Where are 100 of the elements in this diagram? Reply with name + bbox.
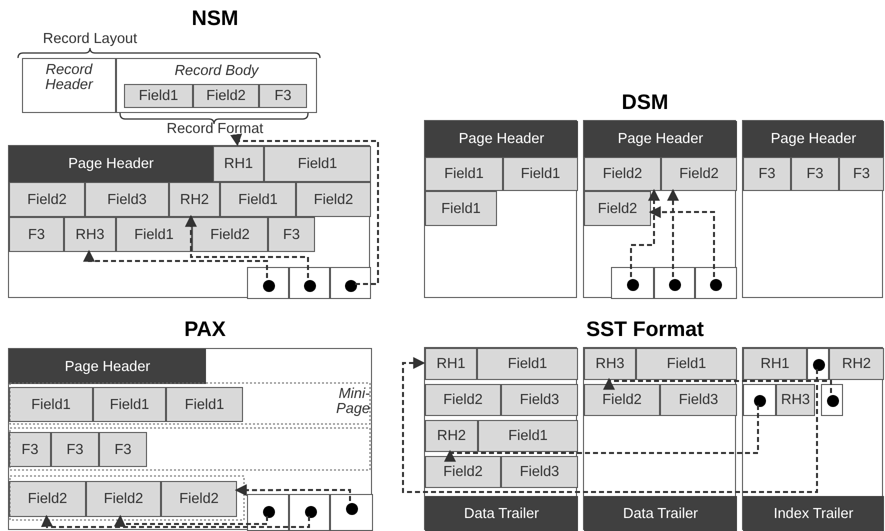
page-frame	[583, 120, 736, 298]
field-cell	[220, 182, 296, 217]
header-label: Page Header	[68, 156, 154, 172]
field-label: RH3	[595, 356, 624, 372]
page-frame	[742, 347, 883, 530]
field-label: Field1	[666, 356, 706, 372]
pointer-arrow	[41, 514, 310, 528]
record-header-text: Record Header	[44, 63, 94, 92]
header-bar	[425, 496, 578, 531]
field-label: RH2	[180, 192, 209, 208]
header-label: Page Header	[64, 358, 150, 374]
header-label: Page Header	[770, 131, 856, 147]
header-label: Data Trailer	[623, 506, 698, 522]
header-label: Index Trailer	[774, 506, 854, 522]
slot-cell	[289, 267, 330, 299]
field-label: F3	[853, 166, 870, 182]
field-cell	[296, 182, 371, 217]
field-label: Field2	[210, 226, 250, 242]
field-label: Field1	[138, 88, 178, 104]
field-cell	[743, 348, 807, 380]
section-title: SST Format	[585, 317, 705, 342]
field-label: Field2	[443, 392, 483, 408]
field-label: Field1	[508, 356, 548, 372]
slot-cell	[289, 494, 330, 531]
field-cell	[584, 348, 636, 380]
slot-cell	[611, 267, 654, 299]
header-bar	[9, 146, 213, 182]
pointer-dot	[263, 280, 275, 292]
field-label: F3	[22, 442, 38, 458]
field-cell	[584, 384, 660, 416]
field-label: Field2	[28, 491, 68, 507]
slot-cell	[807, 348, 829, 380]
pointer-dot	[345, 280, 357, 292]
field-label: Field3	[520, 392, 560, 408]
field-label: RH1	[436, 356, 466, 372]
field-cell	[213, 146, 264, 182]
field-cell	[161, 481, 237, 517]
field-cell	[264, 146, 371, 182]
field-cell	[116, 217, 192, 252]
pointer-dot	[346, 503, 358, 515]
slot-cell	[330, 267, 371, 299]
pointer-arrow	[230, 134, 379, 285]
pointer-arrow	[603, 378, 832, 393]
field-label: Field2	[443, 464, 483, 480]
field-label: Field2	[679, 166, 719, 182]
field-cell	[425, 456, 501, 488]
field-cell	[64, 217, 116, 252]
field-label: Field2	[314, 192, 354, 208]
field-label: RH2	[436, 428, 466, 444]
field-cell	[169, 182, 220, 217]
pointer-dot	[627, 279, 639, 291]
field-label: F3	[66, 442, 84, 458]
slot-cell	[743, 384, 776, 416]
field-cell	[193, 84, 259, 108]
field-cell	[503, 157, 578, 191]
section-title: DSM	[620, 90, 670, 116]
header-bar	[743, 496, 884, 531]
field-cell	[99, 432, 147, 467]
field-label: Field1	[441, 200, 481, 216]
field-cell	[478, 420, 578, 452]
field-label: Field2	[206, 88, 246, 104]
field-cell	[584, 191, 651, 226]
field-label: Field1	[134, 226, 174, 242]
field-label: Field3	[678, 392, 718, 408]
field-label: RH3	[75, 226, 104, 242]
field-cell	[584, 157, 661, 191]
pointer-arrow	[114, 514, 268, 528]
pointer-dot	[710, 279, 722, 291]
slot-cell	[247, 267, 289, 299]
mini-page-label: Mini-Page	[335, 387, 370, 416]
field-cell	[85, 182, 169, 217]
header-bar	[584, 121, 737, 157]
field-cell	[124, 84, 193, 108]
field-label: F3	[114, 442, 132, 458]
field-cell	[192, 217, 268, 252]
field-label: Field1	[444, 166, 484, 182]
field-label: Field1	[31, 396, 71, 412]
field-cell	[501, 456, 578, 488]
field-label: Field3	[107, 192, 147, 208]
field-cell	[636, 348, 737, 380]
field-label: F3	[806, 166, 824, 182]
field-cell	[660, 384, 737, 416]
record-body-text: Record Body	[174, 63, 258, 79]
field-cell	[477, 348, 578, 380]
field-label: Field2	[602, 166, 642, 182]
field-label: Field3	[520, 464, 560, 480]
slot-cell	[330, 494, 373, 531]
pointer-dot	[827, 395, 839, 407]
pointer-arrow	[630, 188, 660, 277]
pointer-arrow	[402, 357, 818, 493]
bracket-label: Record Layout	[42, 31, 138, 48]
page-frame	[424, 120, 577, 298]
pointer-arrow	[234, 484, 351, 501]
field-cell	[425, 384, 501, 416]
page-frame	[424, 347, 577, 530]
field-label: Field2	[104, 491, 144, 507]
field-cell	[93, 387, 166, 422]
pointer-dot	[304, 280, 316, 292]
slot-cell	[654, 267, 695, 299]
field-label: RH2	[842, 356, 871, 372]
